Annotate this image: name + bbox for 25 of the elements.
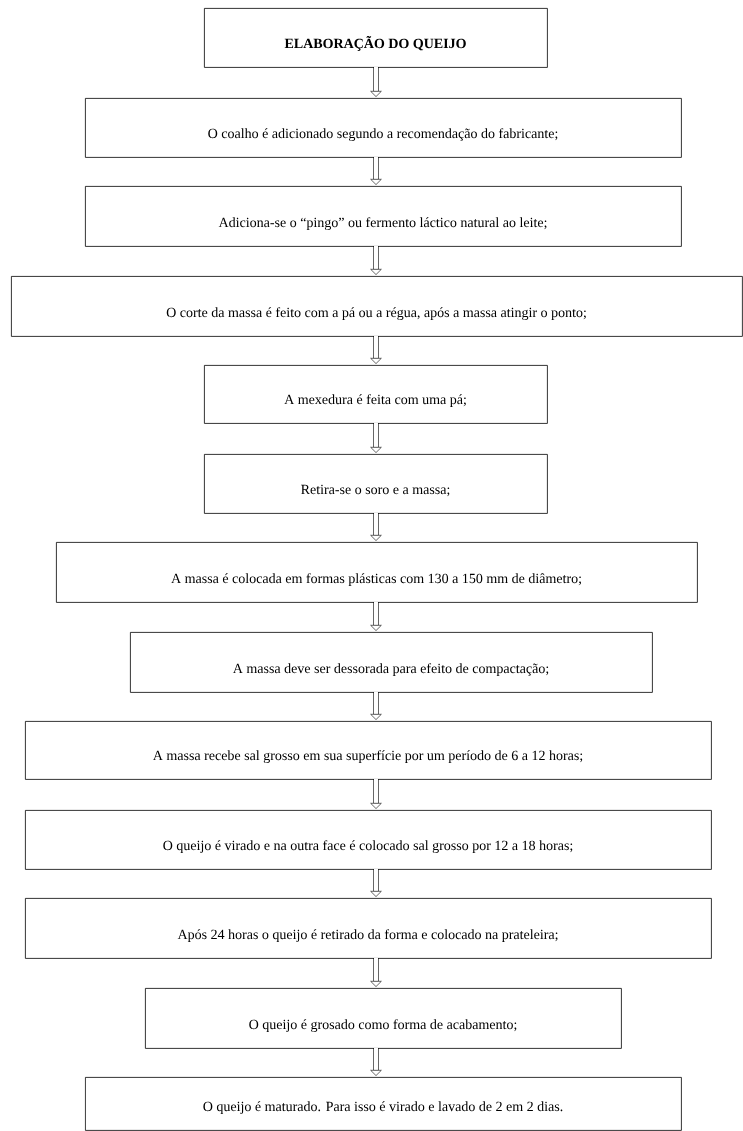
title-box: ELABORAÇÃO DO QUEIJO — [204, 8, 548, 68]
step-box: A mexedura é feita com uma pá; — [204, 365, 548, 424]
arrow — [370, 958, 382, 987]
arrow — [370, 1048, 382, 1076]
arrow — [370, 602, 382, 631]
step-box: O coalho é adicionado segundo a recomendação do fabricante; — [85, 98, 682, 158]
arrow — [370, 869, 382, 897]
arrow — [370, 157, 382, 185]
step-box: A massa é colocada em formas plásticas com 130 a 150 mm de diâmetro; — [56, 542, 698, 603]
step-box: A massa recebe sal grosso em sua superfície por um período de 6 a 12 horas; — [25, 721, 712, 780]
step-box: O queijo é grosado como forma de acabamento; — [145, 988, 622, 1049]
step-box: Adiciona-se o “pingo” ou fermento láctico natural ao leite; — [85, 186, 682, 247]
step-box: O queijo é virado e na outra face é colocado sal grosso por 12 a 18 horas; — [25, 810, 712, 870]
arrow — [370, 779, 382, 809]
step-box: Retira-se o soro e a massa; — [204, 454, 548, 514]
step-box: Após 24 horas o queijo é retirado da forma e colocado na prateleira; — [25, 898, 712, 959]
arrow — [370, 423, 382, 453]
arrow — [370, 692, 382, 720]
step-box: O queijo é maturado. Para isso é virado e lavado de 2 em 2 dias. — [85, 1077, 682, 1131]
arrow — [370, 246, 382, 275]
arrow — [370, 67, 382, 97]
step-box: O corte da massa é feito com a pá ou a régua, após a massa atingir o ponto; — [11, 276, 743, 337]
arrow — [370, 336, 382, 364]
step-box: A massa deve ser dessorada para efeito de compactação; — [130, 632, 653, 693]
arrow — [370, 513, 382, 541]
